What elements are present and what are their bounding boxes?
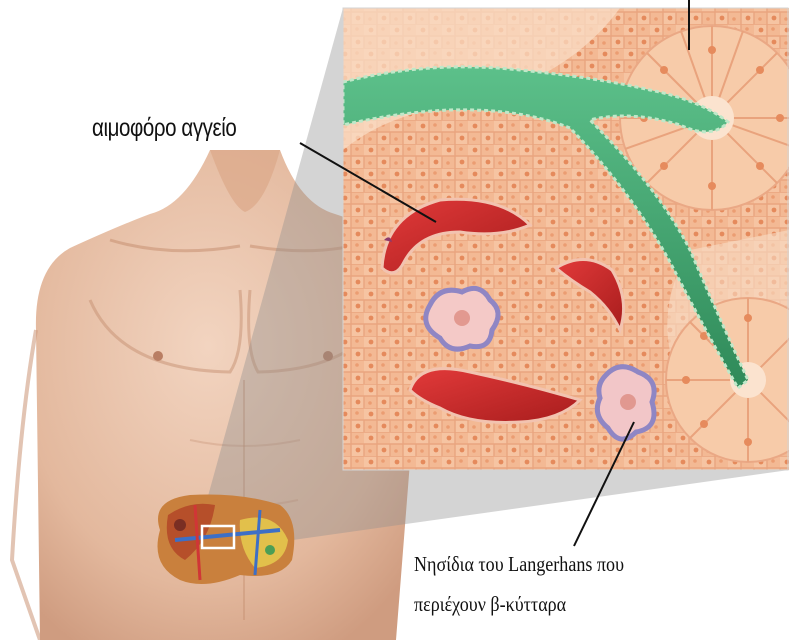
islet-of-langerhans: [597, 367, 654, 439]
islets-label-line2: περιέχουν β-κύτταρα: [414, 592, 566, 617]
pancreas-organ: [158, 494, 295, 584]
blood-vessel-label: αιμοφόρο αγγείο: [92, 114, 236, 143]
islets-label-line1: Νησίδια του Langerhans που: [414, 552, 624, 577]
tissue-inset: [343, 8, 789, 470]
